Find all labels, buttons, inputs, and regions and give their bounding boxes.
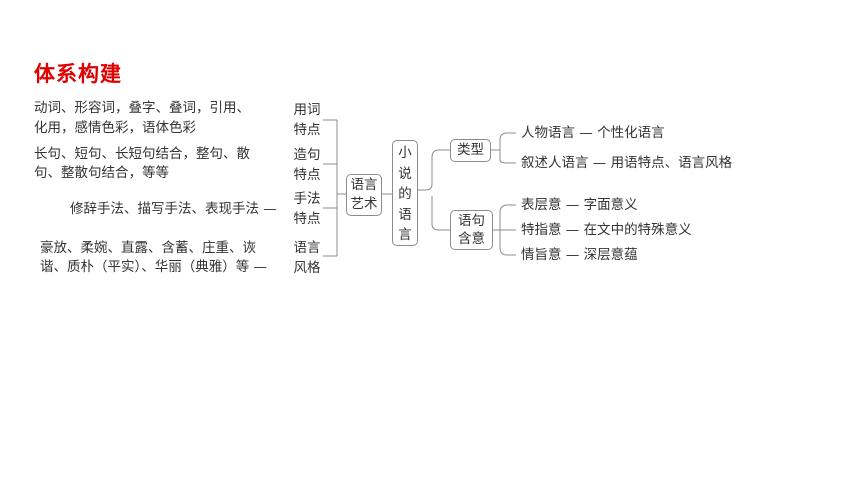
novel-language-box: 小 说 的 语 言 (392, 140, 418, 246)
language-art-line2: 艺术 (350, 196, 378, 212)
label-style: 语言 风格 (290, 238, 324, 278)
meaning-item-surface: 表层意 — 字面意义 (521, 197, 638, 213)
label-word-usage-line2: 特点 (293, 122, 321, 138)
label-technique-line1: 手法 (293, 191, 321, 207)
language-art-line1: 语言 (350, 177, 378, 193)
meaning-item-special: 特指意 — 在文中的特殊意义 (521, 222, 692, 238)
root-char-2: 说 (398, 165, 412, 182)
sentence-meaning-box: 语句 含意 (450, 210, 493, 250)
label-style-line2: 风格 (293, 260, 321, 276)
language-art-box: 语言 艺术 (346, 174, 382, 216)
item-technique-dash: — (263, 201, 277, 217)
item-word-usage-text-1: 动词、形容词，叠字、叠词，引用、 (34, 100, 250, 116)
item-style-dash: — (253, 259, 268, 275)
root-char-3: 的 (398, 186, 412, 202)
label-sentence-line1: 造句 (293, 147, 321, 163)
label-technique-line2: 特点 (293, 211, 321, 227)
label-style-line1: 语言 (293, 240, 321, 256)
meaning-item-deep: 情旨意 — 深层意蕴 (521, 247, 638, 263)
page-title: 体系构建 (34, 62, 122, 86)
sentence-meaning-line2: 含意 (458, 231, 485, 247)
label-technique: 手法 特点 (290, 189, 324, 229)
label-word-usage: 用词 特点 (290, 100, 324, 140)
item-sentence-text-1: 长句、短句、长短句结合，整句、散 (34, 146, 250, 162)
root-char-5: 言 (398, 227, 412, 243)
item-sentence-text-2: 句、整散句结合，等等 (34, 165, 169, 181)
type-item-character-language: 人物语言 — 个性化语言 (521, 125, 665, 141)
item-technique-text: 修辞手法、描写手法、表现手法 — (70, 198, 277, 220)
type-box: 类型 (450, 139, 491, 162)
label-sentence-line2: 特点 (293, 167, 321, 183)
root-char-1: 小 (398, 145, 412, 161)
item-style-text-2: 谐、质朴（平实）、华丽（典雅）等 (40, 259, 250, 275)
label-word-usage-line1: 用词 (293, 102, 321, 118)
item-technique-text-1: 修辞手法、描写手法、表现手法 (70, 201, 259, 217)
item-style-text: 谐、质朴（平实）、华丽（典雅）等 — (40, 256, 267, 278)
item-word-usage-text-2: 化用，感情色彩，语体色彩 (34, 120, 196, 136)
type-item-narrator-language: 叙述人语言 — 用语特点、语言风格 (521, 155, 733, 171)
root-char-4: 语 (398, 206, 412, 223)
label-sentence: 造句 特点 (290, 145, 324, 185)
item-style-text-1: 豪放、柔婉、直露、含蓄、庄重、诙 (40, 240, 256, 256)
sentence-meaning-line1: 语句 (458, 213, 485, 229)
